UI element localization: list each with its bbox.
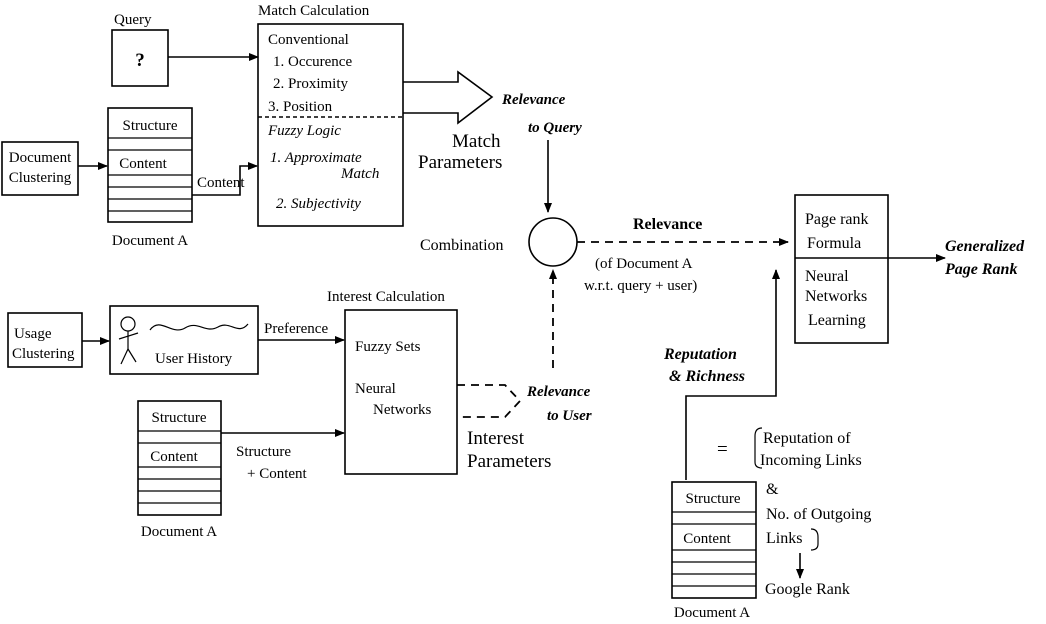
user-history-label: User History bbox=[155, 351, 233, 367]
document-clustering-box bbox=[1, 141, 79, 196]
match-fuzzy-item-1: 1. Approximate bbox=[270, 150, 362, 166]
interest-neural-1: Neural bbox=[355, 381, 396, 397]
match-conv-item-1: 1. Occurence bbox=[273, 54, 352, 70]
reputation-richness-2: & Richness bbox=[669, 368, 745, 385]
usage-clustering-line2: Clustering bbox=[12, 346, 75, 362]
pagerank-neural-1: Neural bbox=[805, 268, 849, 285]
reputation-list-4: No. of Outgoing bbox=[766, 506, 871, 523]
generalized-line1: Generalized bbox=[945, 238, 1025, 255]
match-calc-box bbox=[257, 23, 404, 227]
document-mid bbox=[137, 400, 222, 516]
relevance-query-line2: to Query bbox=[528, 120, 582, 136]
arrow-content-to-match bbox=[192, 162, 258, 196]
doc-bottom-content: Content bbox=[683, 531, 731, 547]
match-fuzzy-item-2: 2. Subjectivity bbox=[276, 196, 361, 212]
document-clustering-line1: Document bbox=[9, 150, 72, 166]
pagerank-formula-1: Page rank bbox=[805, 211, 869, 228]
generalized-line2: Page Rank bbox=[944, 261, 1017, 278]
match-parameters-arrow bbox=[403, 70, 494, 125]
equals-sign: = bbox=[717, 439, 728, 460]
brace-open-icon bbox=[754, 427, 763, 469]
reputation-list-5: Links bbox=[766, 530, 802, 547]
doc-mid-caption: Document A bbox=[141, 524, 217, 540]
document-bottom bbox=[671, 481, 757, 599]
reputation-list-2: Incoming Links bbox=[760, 452, 862, 469]
google-rank-label: Google Rank bbox=[765, 581, 850, 598]
usage-clustering-box bbox=[7, 312, 83, 368]
doc-mid-structure: Structure bbox=[152, 410, 207, 426]
interest-calc-box bbox=[344, 309, 458, 475]
preference-label: Preference bbox=[264, 321, 328, 337]
doc-top-content: Content bbox=[119, 156, 167, 172]
structure-content-line2: + Content bbox=[247, 466, 308, 482]
match-fuzzy-label: Fuzzy Logic bbox=[267, 123, 341, 139]
reputation-list-3: & bbox=[766, 481, 779, 498]
content-label: Content bbox=[197, 175, 245, 191]
reputation-richness-1: Reputation bbox=[663, 346, 737, 363]
pagerank-neural-2: Networks bbox=[805, 288, 867, 305]
doc-bottom-structure: Structure bbox=[686, 491, 741, 507]
relevance-user-line2: to User bbox=[547, 408, 592, 424]
relevance-user-line1: Relevance bbox=[526, 384, 591, 400]
query-symbol: ? bbox=[135, 50, 145, 71]
relevance-detail-2: w.r.t. query + user) bbox=[584, 278, 697, 294]
match-conv-item-3: 3. Position bbox=[268, 99, 333, 115]
doc-top-structure: Structure bbox=[123, 118, 178, 134]
match-conventional-label: Conventional bbox=[268, 32, 349, 48]
query-title: Query bbox=[114, 12, 152, 28]
query-box bbox=[111, 29, 169, 87]
relevance-query-line1: Relevance bbox=[501, 92, 566, 108]
interest-calc-title: Interest Calculation bbox=[327, 289, 445, 305]
relevance-detail-1: (of Document A bbox=[595, 256, 693, 272]
match-calc-title: Match Calculation bbox=[258, 3, 370, 19]
match-conv-item-2: 2. Proximity bbox=[273, 76, 349, 92]
interest-neural-2: Networks bbox=[373, 402, 431, 418]
interest-parameters-line1: Interest bbox=[467, 428, 525, 449]
arrow-reputation-to-pagerank bbox=[685, 269, 780, 480]
interest-fuzzy-sets: Fuzzy Sets bbox=[355, 339, 421, 355]
document-clustering-line2: Clustering bbox=[9, 170, 72, 186]
doc-top-caption: Document A bbox=[112, 233, 188, 249]
document-top bbox=[107, 107, 193, 223]
brace-close-icon bbox=[810, 528, 819, 551]
combination-node bbox=[528, 217, 578, 267]
relevance-title: Relevance bbox=[633, 216, 702, 233]
reputation-list-1: Reputation of bbox=[763, 430, 851, 447]
doc-mid-content: Content bbox=[150, 449, 198, 465]
match-fuzzy-item-1b: Match bbox=[340, 166, 379, 182]
usage-clustering-line1: Usage bbox=[14, 326, 52, 342]
match-parameters-line1: Match bbox=[452, 131, 501, 152]
combination-label: Combination bbox=[420, 237, 504, 254]
pagerank-formula-2: Formula bbox=[807, 235, 861, 252]
structure-content-line1: Structure bbox=[236, 444, 291, 460]
pagerank-neural-3: Learning bbox=[808, 312, 866, 329]
pagerank-box bbox=[794, 194, 889, 344]
interest-parameters-line2: Parameters bbox=[467, 451, 551, 472]
history-squiggle-icon bbox=[149, 323, 249, 331]
interest-parameters-arrow bbox=[457, 384, 522, 418]
user-figure-icon bbox=[118, 316, 139, 365]
match-parameters-line2: Parameters bbox=[418, 152, 502, 173]
doc-bottom-caption: Document A bbox=[674, 605, 750, 621]
